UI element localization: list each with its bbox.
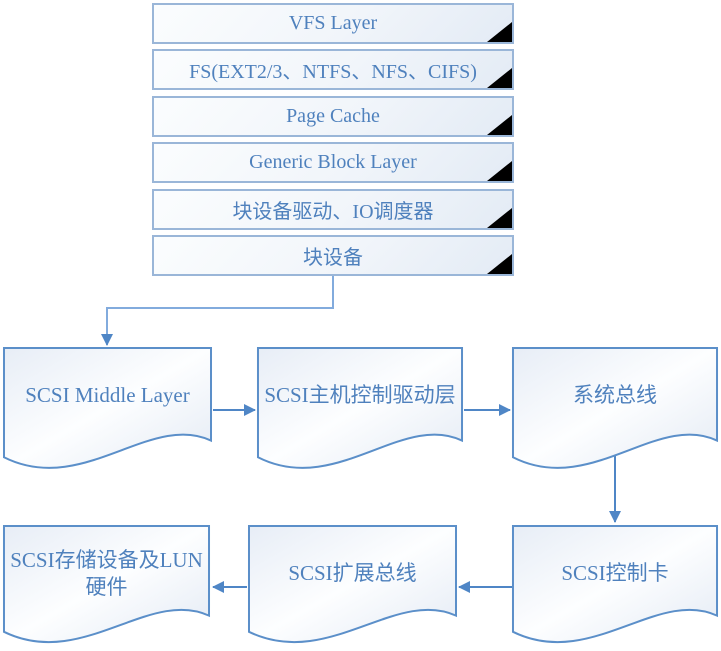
stack-box-label: 块设备	[303, 247, 363, 269]
flow-shape-scsi-middle-layer: SCSI Middle Layer	[3, 347, 212, 475]
fold-corner-icon	[487, 254, 512, 274]
stack-box-label: Page Cache	[286, 105, 380, 127]
stack-box-block-driver-io-scheduler: 块设备驱动、IO调度器	[152, 189, 514, 230]
document-shape-outline	[512, 347, 718, 475]
stack-box-label: FS(EXT2/3、NTFS、NFS、CIFS)	[189, 61, 477, 83]
connector-block-device-to-scsi-middle	[101, 276, 334, 346]
fold-corner-icon	[487, 115, 512, 135]
document-shape-outline	[3, 525, 210, 649]
stack-box-label: 块设备驱动、IO调度器	[232, 201, 434, 223]
stack-box-vfs-layer: VFS Layer	[152, 3, 514, 44]
stack-box-generic-block-layer: Generic Block Layer	[152, 142, 514, 183]
flow-shape-label: 系统总线	[573, 383, 657, 408]
document-shape-outline	[248, 525, 457, 649]
flow-shape-label: SCSI Middle Layer	[25, 383, 190, 408]
flow-shape-label: SCSI主机控制驱动层	[264, 383, 456, 408]
fold-corner-icon	[487, 22, 512, 42]
fold-corner-icon	[487, 68, 512, 88]
document-shape-outline	[257, 347, 463, 475]
fold-corner-icon	[487, 161, 512, 181]
flow-shape-scsi-expansion-bus: SCSI扩展总线	[248, 525, 457, 649]
flow-shape-system-bus: 系统总线	[512, 347, 718, 475]
flow-shape-label: SCSI存储设备及LUN硬件	[10, 547, 203, 599]
flow-shape-label: SCSI扩展总线	[288, 561, 417, 586]
stack-box-label: Generic Block Layer	[249, 151, 417, 173]
flow-shape-label: SCSI控制卡	[561, 561, 669, 586]
document-shape-outline	[3, 347, 212, 475]
stack-box-label: VFS Layer	[288, 12, 378, 34]
stack-box-block-device: 块设备	[152, 235, 514, 276]
fold-corner-icon	[487, 208, 512, 228]
flow-shape-scsi-host-driver: SCSI主机控制驱动层	[257, 347, 463, 475]
stack-box-filesystems: FS(EXT2/3、NTFS、NFS、CIFS)	[152, 49, 514, 90]
flow-shape-scsi-controller-card: SCSI控制卡	[512, 525, 718, 649]
document-shape-outline	[512, 525, 718, 649]
stack-box-page-cache: Page Cache	[152, 96, 514, 137]
flow-shape-scsi-storage-lun: SCSI存储设备及LUN硬件	[3, 525, 210, 649]
